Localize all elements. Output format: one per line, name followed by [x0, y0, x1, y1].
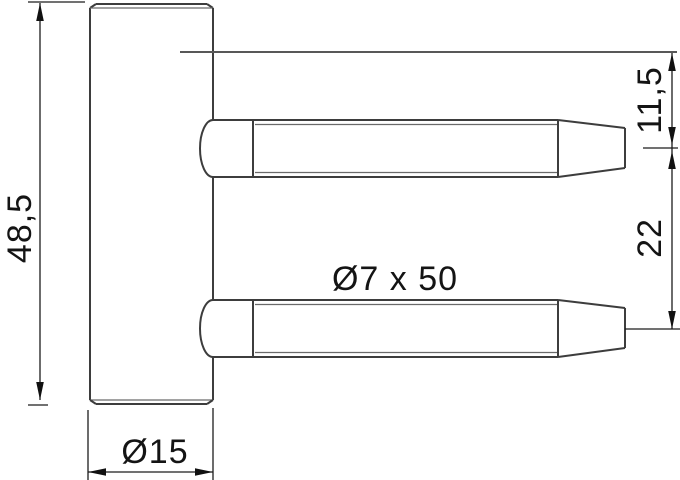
arrowhead-right	[195, 468, 213, 476]
hinge-body	[89, 3, 214, 405]
arrowhead-down	[668, 311, 676, 329]
body-bottom-right-chamfer	[206, 399, 214, 405]
top-pin	[199, 119, 626, 178]
arrowhead-up	[668, 151, 676, 169]
dimension-pin-spacing: 22	[625, 151, 680, 330]
arrowhead-up	[36, 3, 44, 21]
pin-cap-arc	[199, 119, 214, 178]
arrowhead-left	[88, 468, 106, 476]
body-top-right-chamfer	[206, 3, 214, 9]
body-bottom-left-chamfer	[89, 399, 97, 405]
label-pin-size: Ø7 x 50	[332, 260, 458, 298]
pin-cap-arc	[199, 299, 214, 358]
arrowhead-up	[668, 53, 676, 71]
dimension-body-height: 48,5	[1, 1, 85, 406]
pin-taper-top-edge	[557, 299, 626, 309]
bottom-pin	[199, 299, 626, 358]
dimension-label-pin-spacing: 22	[631, 218, 669, 258]
arrowhead-down	[36, 382, 44, 400]
dimension-pin-offset: 11,5	[631, 53, 678, 329]
dimension-label-body-diameter: Ø15	[121, 433, 188, 471]
dimension-label-body-height: 48,5	[1, 193, 39, 263]
body-top-left-chamfer	[89, 3, 97, 9]
dimension-body-diameter: Ø15	[87, 408, 214, 480]
pin-taper-bottom-edge	[557, 167, 626, 178]
dimension-label-pin-offset: 11,5	[631, 66, 669, 134]
arrowhead-down	[668, 127, 676, 145]
pin-taper-bottom-edge	[557, 347, 626, 358]
pin-taper-top-edge	[557, 119, 626, 129]
